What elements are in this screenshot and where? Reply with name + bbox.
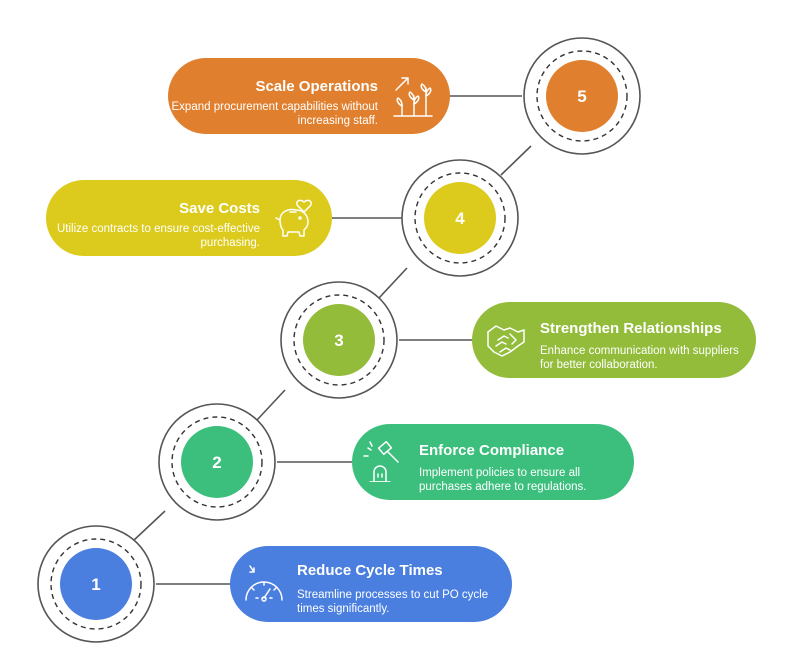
step-number-2: 2 <box>212 453 221 472</box>
diagonal-2-3 <box>256 389 286 421</box>
step-node-4: 4 <box>401 159 519 277</box>
step-title-3: Strengthen Relationships <box>540 320 722 337</box>
step-card-3: Strengthen Relationships Enhance communi… <box>472 302 756 378</box>
diagonal-4-5 <box>500 145 532 176</box>
step-card-2: Enforce Compliance Implement policies to… <box>352 424 634 500</box>
step-description-2: Implement policies to ensure all purchas… <box>419 467 587 493</box>
step-number-1: 1 <box>91 575 100 594</box>
speedometer-icon <box>245 565 283 602</box>
diagonal-3-4 <box>378 267 408 299</box>
step-title-5: Scale Operations <box>255 78 378 95</box>
step-circle-1 <box>60 548 132 620</box>
piggy-bank-icon <box>275 199 313 237</box>
step-number-5: 5 <box>577 87 586 106</box>
growing-plant-icon <box>393 77 433 117</box>
diagonal-1-2 <box>132 510 166 542</box>
step-number-3: 3 <box>334 331 343 350</box>
handshake-icon <box>487 325 525 357</box>
step-description-4: Utilize contracts to ensure cost-effecti… <box>56 223 260 249</box>
step-circle-2 <box>181 426 253 498</box>
step-card-4: Save Costs Utilize contracts to ensure c… <box>46 180 332 256</box>
step-title-1: Reduce Cycle Times <box>297 562 443 579</box>
step-title-2: Enforce Compliance <box>419 442 565 459</box>
step-circle-4 <box>424 182 496 254</box>
step-node-1: 1 <box>37 525 155 643</box>
step-description-3: Enhance communication with suppliers for… <box>540 345 739 371</box>
step-description-5: Expand procurement capabilities without … <box>171 101 378 127</box>
step-circle-3 <box>303 304 375 376</box>
step-node-2: 2 <box>158 403 276 521</box>
step-node-5: 5 <box>523 37 641 155</box>
step-circle-5 <box>546 60 618 132</box>
step-card-5: Scale Operations Expand procurement capa… <box>168 58 450 134</box>
step-number-4: 4 <box>455 209 465 228</box>
step-card-1: Reduce Cycle Times Streamline processes … <box>230 546 512 622</box>
gavel-icon <box>363 440 399 482</box>
step-node-3: 3 <box>280 281 398 399</box>
step-title-4: Save Costs <box>179 200 260 217</box>
step-description-1: Streamline processes to cut PO cycle tim… <box>297 589 489 615</box>
